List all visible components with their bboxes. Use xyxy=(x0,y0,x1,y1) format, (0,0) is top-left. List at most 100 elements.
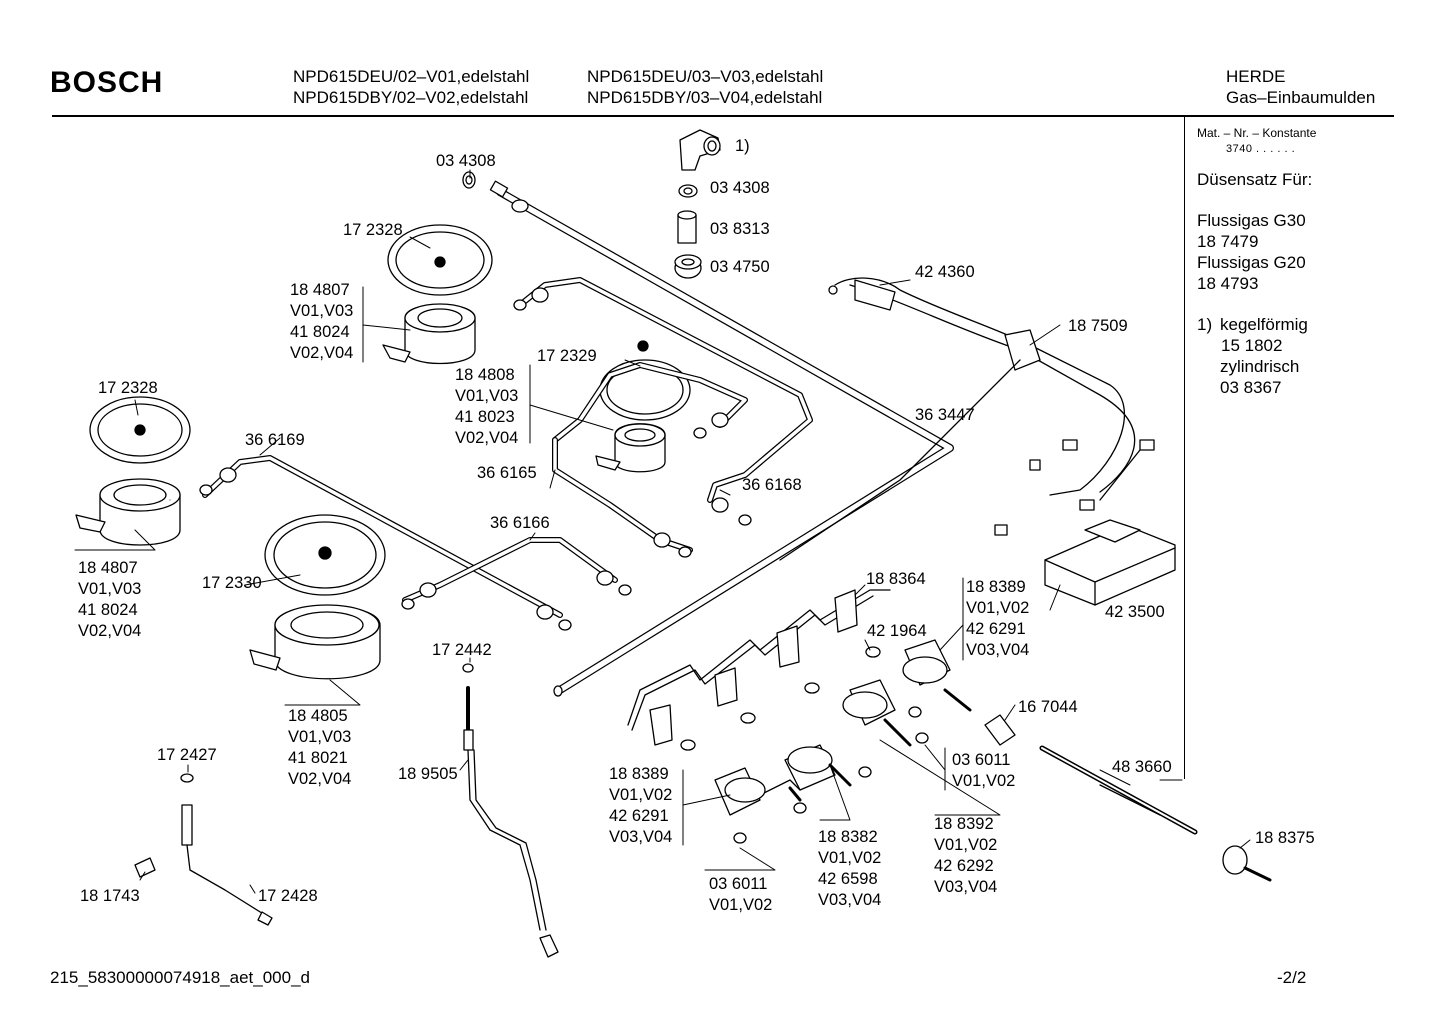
part-label: 42 6598 xyxy=(818,870,878,888)
part-label: 48 3660 xyxy=(1112,758,1172,776)
part-label-group: 18 8389 V01,V02 42 6291 V03,V04 xyxy=(609,765,672,846)
thermocouple-nut xyxy=(733,706,929,844)
gas-part: 18 4793 xyxy=(1197,274,1259,293)
part-label: V01,V02 xyxy=(709,896,772,914)
nozzle-fitting xyxy=(677,210,697,244)
part-label: 36 6169 xyxy=(245,431,305,449)
gas-list: Flussigas G30 18 7479 Flussigas G20 18 4… xyxy=(1197,210,1306,294)
model-list-1: NPD615DEU/02–V01,edelstahl NPD615DBY/02–… xyxy=(293,66,529,108)
part-label: V03,V04 xyxy=(818,891,881,909)
part-label: 18 1743 xyxy=(80,887,140,905)
part-label: V03,V04 xyxy=(966,641,1029,659)
part-label: 42 3500 xyxy=(1105,603,1165,621)
valve-cap xyxy=(984,714,1016,746)
part-label: 41 8023 xyxy=(455,408,515,426)
part-label: V02,V04 xyxy=(455,429,518,447)
document-id: 215_58300000074918_aet_000_d xyxy=(50,968,310,987)
part-label: V02,V04 xyxy=(288,770,351,788)
control-shaft xyxy=(1039,745,1198,835)
footnote-marker: 1) xyxy=(1197,315,1213,334)
part-label: 42 4360 xyxy=(915,263,975,281)
header-rule xyxy=(52,115,1394,117)
nozzle-set-title: Düsensatz Für: xyxy=(1197,170,1313,189)
burner-housing xyxy=(382,303,476,365)
part-label: V01,V02 xyxy=(952,772,1015,790)
gas-name: Flussigas G20 xyxy=(1197,253,1306,272)
page-number: -2/2 xyxy=(1277,968,1307,987)
burner-cap-plate xyxy=(387,224,493,296)
model-list-2: NPD615DEU/03–V03,edelstahl NPD615DBY/03–… xyxy=(587,66,823,108)
part-label: 36 6165 xyxy=(477,464,537,482)
part-label: 17 2329 xyxy=(537,347,597,365)
part-label: V01,V03 xyxy=(455,387,518,405)
electrode-clip xyxy=(134,857,156,878)
burner-cap-plate xyxy=(264,514,386,596)
part-label: 18 4807 xyxy=(78,559,138,577)
part-label: 18 8364 xyxy=(866,570,926,588)
burner-housing xyxy=(249,604,381,680)
category: HERDE Gas–Einbaumulden xyxy=(1226,66,1375,108)
thermocouple xyxy=(462,663,559,958)
part-label: 03 6011 xyxy=(709,875,767,893)
part-label: 42 6291 xyxy=(609,807,669,825)
part-label-group: 18 4805 V01,V03 41 8021 V02,V04 xyxy=(288,707,351,788)
part-label: 17 2427 xyxy=(157,746,217,764)
part-label: 17 2428 xyxy=(258,887,318,905)
part-label: 17 2328 xyxy=(343,221,403,239)
part-label: 03 8313 xyxy=(710,220,770,238)
part-label-group: 18 8382 V01,V02 42 6598 V03,V04 xyxy=(818,828,881,909)
part-label: 03 6011 xyxy=(952,751,1010,769)
leader-lines xyxy=(74,169,1251,894)
model-line: NPD615DEU/03–V03,edelstahl xyxy=(587,67,824,86)
part-label-group: 18 8392 V01,V02 42 6292 V03,V04 xyxy=(934,815,997,896)
control-knob-insert xyxy=(1222,845,1272,882)
part-label: 18 8382 xyxy=(818,828,878,846)
part-label: V01,V02 xyxy=(818,849,881,867)
part-label-group: 03 6011 V01,V02 xyxy=(952,751,1015,790)
part-label: V01,V03 xyxy=(290,302,353,320)
part-label: V02,V04 xyxy=(290,344,353,362)
part-label: 17 2328 xyxy=(98,379,158,397)
part-label: V01,V03 xyxy=(288,728,351,746)
part-label: 36 6166 xyxy=(490,514,550,532)
footnote-line: kegelförmig xyxy=(1220,315,1308,334)
burner-housing xyxy=(595,423,666,473)
part-label: 18 4808 xyxy=(455,366,515,384)
part-label: 41 8024 xyxy=(290,323,350,341)
part-label-group: 03 6011 V01,V02 xyxy=(709,875,772,914)
part-label: 41 8021 xyxy=(288,749,348,767)
elbow-connector xyxy=(679,129,721,171)
valve-bracket xyxy=(649,589,858,746)
union-nut xyxy=(674,254,702,279)
part-label: 18 7509 xyxy=(1068,317,1128,335)
category-title: HERDE xyxy=(1226,67,1286,86)
part-label: 17 2330 xyxy=(202,574,262,592)
part-label: 18 8389 xyxy=(966,578,1026,596)
gas-tap-valve xyxy=(714,639,972,816)
pipe-connector xyxy=(199,287,752,631)
part-label: 17 2442 xyxy=(432,641,492,659)
model-line: NPD615DBY/02–V02,edelstahl xyxy=(293,88,529,107)
part-label: 18 8375 xyxy=(1255,829,1315,847)
ignition-harness xyxy=(779,277,1155,561)
burner-cap-plate xyxy=(89,396,191,464)
footnote-line: 03 8367 xyxy=(1220,378,1282,397)
part-label: 18 8389 xyxy=(609,765,669,783)
part-label: V01,V03 xyxy=(78,580,141,598)
part-label-group: 18 4807 V01,V03 41 8024 V02,V04 xyxy=(78,559,141,640)
gas-part: 18 7479 xyxy=(1197,232,1259,251)
part-label: 36 3447 xyxy=(915,406,975,424)
brand-logo: BOSCH xyxy=(50,66,164,99)
part-label: V01,V02 xyxy=(609,786,672,804)
part-label: 18 4805 xyxy=(288,707,348,725)
part-label: 1) xyxy=(735,137,750,155)
sidebar-divider xyxy=(1184,117,1185,779)
gas-name: Flussigas G30 xyxy=(1197,211,1306,230)
footnote: kegelförmig 15 1802 zylindrisch 03 8367 xyxy=(1220,314,1308,398)
part-label-group: 18 4807 V01,V03 41 8024 V02,V04 xyxy=(290,281,353,362)
burner-housing xyxy=(75,478,181,546)
part-label: 18 8392 xyxy=(934,815,994,833)
category-subtitle: Gas–Einbaumulden xyxy=(1226,88,1376,107)
sealing-ring xyxy=(462,171,698,198)
